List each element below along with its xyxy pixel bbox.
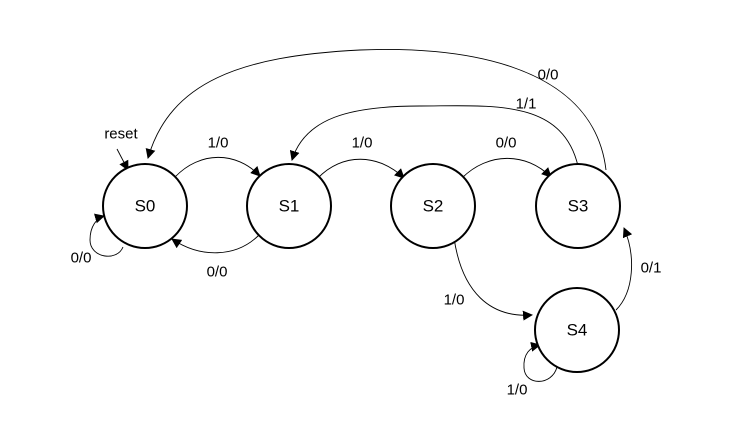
state-label-s3: S3 [568,197,589,216]
edge-label-s4-s4: 1/0 [507,382,528,399]
state-circle-s1 [246,163,332,249]
state-circle-s2 [390,163,476,249]
transition-s2-s4: 1/0 [444,237,533,321]
edge-s3-s0 [145,48,607,171]
state-s2: S2 [390,163,476,249]
edge-label-s1-s2: 1/0 [352,135,373,152]
edge-label-s0-s1: 1/0 [208,135,229,152]
edge-s1-s2 [317,158,405,179]
state-s4: S4 [534,287,620,373]
transition-s3-s0: 0/0 [145,48,607,171]
edge-label-s0-s0: 0/0 [71,250,92,267]
edge-s1-s0 [171,234,260,254]
edge-s0-self [89,213,124,257]
transition-s0-s1: 1/0 [174,135,261,178]
edge-s4-self [523,341,558,382]
transition-s4-s4: 1/0 [507,341,558,399]
state-label-s0: S0 [135,197,156,216]
state-circle-s3 [535,163,621,249]
edge-label-s3-s1: 1/1 [516,96,537,113]
edge-label-s2-s3: 0/0 [496,135,517,152]
state-label-s1: S1 [279,197,300,216]
transition-s4-s3: 0/1 [615,227,662,311]
state-label-s2: S2 [423,197,444,216]
transition-s1-s2: 1/0 [317,135,405,179]
edge-label-s3-s0: 0/0 [538,67,559,84]
edge-label-s4-s3: 0/1 [641,260,662,277]
transition-s0-s0: 0/0 [71,213,124,267]
state-s3: S3 [535,163,621,249]
reset-label: reset [104,126,138,143]
edge-label-s1-s0: 0/0 [207,264,228,281]
transition-s1-s0: 0/0 [171,234,260,281]
transition-s3-s1: 1/1 [289,96,579,167]
state-circle-s4 [534,287,620,373]
edge-s2-s4 [453,237,533,321]
edge-s0-s1 [174,157,261,178]
reset-arrow [116,148,129,171]
edge-s3-s1 [289,105,579,167]
transition-s2-s3: 0/0 [461,135,552,179]
state-label-s4: S4 [567,321,588,340]
edge-s4-s3 [615,227,633,311]
edge-s2-s3 [461,158,552,179]
state-s1: S1 [246,163,332,249]
edge-label-s2-s4: 1/0 [444,292,465,309]
state-circle-s0 [102,163,188,249]
state-s0: S0 [102,163,188,249]
